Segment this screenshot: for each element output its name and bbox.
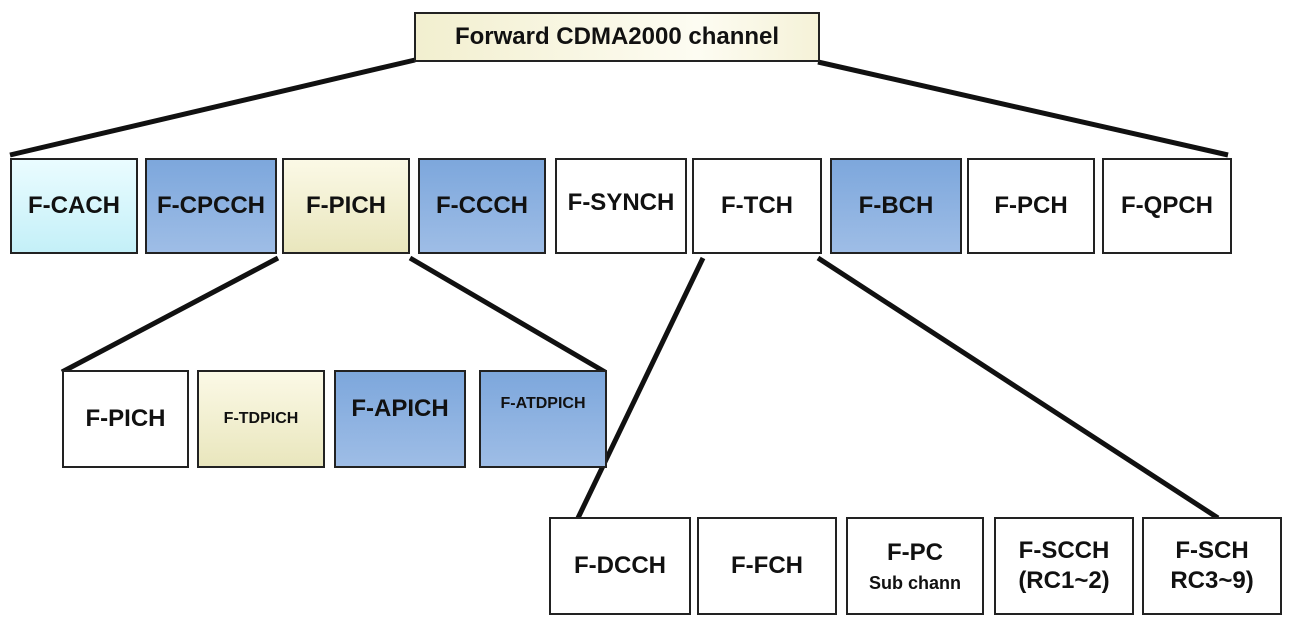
node-label: F-FCH — [731, 552, 803, 579]
node-label: F-CACH — [28, 192, 120, 219]
node-label: F-APICH — [351, 395, 449, 422]
node-f-tch: F-TCH — [692, 158, 822, 254]
node-f-pc-sub-chann: F-PC Sub chann — [846, 517, 984, 615]
node-label: F-SCH — [1175, 537, 1249, 564]
node-f-qpch: F-QPCH — [1102, 158, 1232, 254]
node-label: F-BCH — [858, 192, 934, 219]
node-sublabel: Sub chann — [868, 572, 961, 593]
connector-tch-left — [575, 256, 706, 520]
root-node: Forward CDMA2000 channel — [414, 12, 820, 62]
node-label: F-TDPICH — [223, 410, 299, 427]
node-f-ccch: F-CCCH — [418, 158, 546, 254]
node-sublabel: (RC1~2) — [1018, 567, 1110, 594]
node-label: F-DCCH — [574, 552, 666, 579]
node-f-fch: F-FCH — [697, 517, 837, 615]
connector-pich-right — [408, 255, 607, 375]
root-node-label: Forward CDMA2000 channel — [454, 23, 780, 50]
node-f-pich-sub: F-PICH — [62, 370, 189, 468]
node-f-apich: F-APICH — [334, 370, 466, 468]
connector-pich-left — [60, 255, 280, 375]
node-label: F-SCCH — [1018, 537, 1110, 564]
node-label: F-PICH — [306, 192, 386, 219]
node-f-sch: F-SCH RC3~9) — [1142, 517, 1282, 615]
node-label: F-ATDPICH — [500, 395, 586, 412]
node-label: F-TCH — [721, 192, 793, 219]
node-label: F-CPCCH — [157, 192, 265, 219]
node-f-scch: F-SCCH (RC1~2) — [994, 517, 1134, 615]
node-label: F-PCH — [994, 192, 1068, 219]
node-f-tdpich: F-TDPICH — [197, 370, 325, 468]
node-label: F-PICH — [85, 405, 166, 432]
node-f-cach: F-CACH — [10, 158, 138, 254]
node-f-pch: F-PCH — [967, 158, 1095, 254]
connector-root-right — [817, 59, 1229, 158]
node-f-cpcch: F-CPCCH — [145, 158, 277, 254]
node-label: F-PC — [887, 538, 943, 566]
node-label: F-QPCH — [1121, 192, 1213, 219]
connector-root-left — [9, 57, 416, 158]
node-f-atdpich: F-ATDPICH — [479, 370, 607, 468]
node-label: F-CCCH — [436, 192, 528, 219]
node-f-dcch: F-DCCH — [549, 517, 691, 615]
node-f-synch: F-SYNCH — [555, 158, 687, 254]
node-label: F-SYNCH — [567, 189, 675, 216]
node-f-bch: F-BCH — [830, 158, 962, 254]
node-sublabel: RC3~9) — [1170, 567, 1254, 594]
node-f-pich: F-PICH — [282, 158, 410, 254]
connector-tch-right — [816, 255, 1220, 521]
